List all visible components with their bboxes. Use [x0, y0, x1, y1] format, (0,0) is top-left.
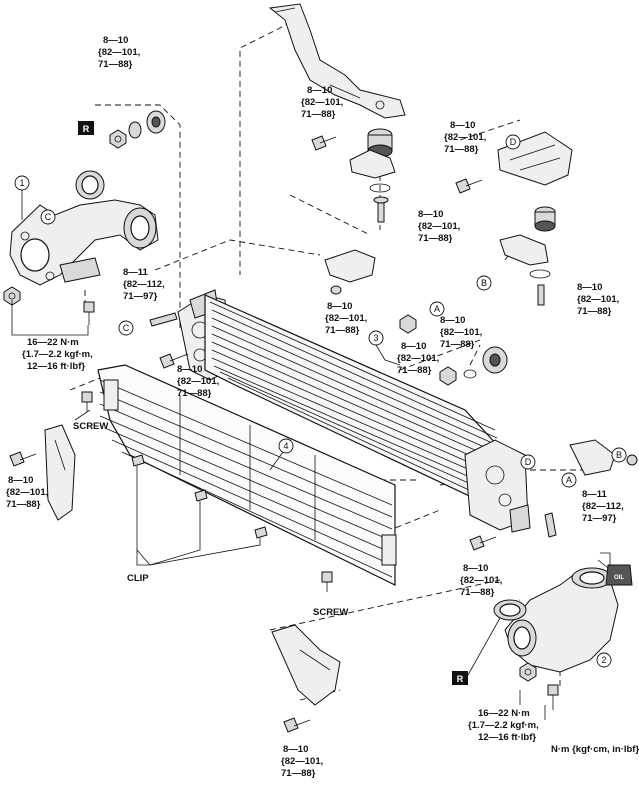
ref-letter-a-mid: A: [429, 301, 445, 317]
torque-spec-t7: 8—10{82—101,71—88}: [325, 301, 367, 336]
svg-text:D: D: [510, 137, 517, 147]
svg-text:3: 3: [373, 333, 378, 343]
svg-text:A: A: [566, 475, 572, 485]
intercooler-outlet-hose: [504, 567, 619, 673]
svg-text:8—10{82—101,71—88}: 8—10{82—101,71—88}: [301, 85, 343, 120]
replace-seal-bottom: R: [452, 599, 527, 685]
torque-spec-t1: 8—10{82—101,71—88}: [98, 35, 140, 70]
torque-spec-t5: 8—10{82—101,71—88}: [577, 282, 619, 317]
torque-spec-t12: 8—10{82—101,71—88}: [281, 744, 323, 779]
clip-label: CLIP: [127, 573, 149, 584]
svg-text:8—11{82—112,71—97}: 8—11{82—112,71—97}: [582, 489, 624, 524]
stud-bolt-left: [149, 312, 178, 327]
torque-spec-t15: 8—10{82—101,71—88}: [460, 563, 502, 598]
left-air-guide: [44, 424, 76, 521]
replace-mark-top: R: [83, 124, 90, 134]
leader-lines: [11, 188, 601, 720]
svg-text:2: 2: [601, 655, 606, 665]
ref-letter-c-top: C: [40, 209, 56, 225]
svg-text:4: 4: [283, 441, 288, 451]
svg-text:8—10{82—101,71—88}: 8—10{82—101,71—88}: [6, 475, 48, 510]
mid-left-bolt: [159, 353, 189, 369]
svg-text:C: C: [45, 212, 52, 222]
svg-text:A: A: [434, 304, 440, 314]
left-guide-bolt: [9, 451, 37, 467]
torque-spec-t10: 8—10{82—101,71—88}: [177, 364, 219, 399]
screw-bottom: [321, 571, 333, 592]
right-side-bracket: [569, 439, 638, 476]
torque-spec-t8: 8—10{82—101,71—88}: [397, 341, 439, 376]
svg-text:8—10{82—101,71—88}: 8—10{82—101,71—88}: [281, 744, 323, 779]
oil-label: OIL: [614, 575, 624, 581]
ref-letter-a-right: A: [561, 472, 577, 488]
torque-spec-t13: 8—11{82—112,71—97}: [582, 489, 624, 524]
screw-label-bottom: SCREW: [313, 607, 348, 618]
right-upper-bracket: [497, 131, 573, 306]
svg-text:8—10{82—101,71—88}: 8—10{82—101,71—88}: [98, 35, 140, 70]
svg-text:8—10{82—101,71—88}: 8—10{82—101,71—88}: [440, 315, 482, 350]
bottom-bolt: [283, 717, 311, 733]
outlet-hose-fasteners: [519, 662, 559, 710]
part-number-1: 1: [14, 175, 30, 191]
screw-label-left: SCREW: [73, 421, 108, 432]
inlet-hose-fasteners: [3, 286, 95, 325]
torque-spec-t4: 8—10{82—101,71—88}: [444, 120, 486, 155]
svg-text:8—10{82—101,71—88}: 8—10{82—101,71—88}: [177, 364, 219, 399]
svg-text:D: D: [525, 457, 532, 467]
svg-text:8—10{82—101,71—88}: 8—10{82—101,71—88}: [460, 563, 502, 598]
upper-bracket-arm: [268, 3, 406, 119]
replace-mark-bottom: R: [457, 674, 464, 684]
right-upper-bolt: [455, 178, 483, 194]
svg-text:1: 1: [19, 178, 24, 188]
part-number-2: 2: [596, 652, 612, 668]
svg-text:C: C: [123, 323, 130, 333]
ref-letter-b-right: B: [611, 447, 627, 463]
part-number-4: 4: [278, 438, 294, 454]
svg-text:8—10{82—101,71—88}: 8—10{82—101,71—88}: [444, 120, 486, 155]
mid-bracket: [324, 249, 376, 295]
svg-text:B: B: [481, 278, 487, 288]
svg-text:16—22 N·m{1.7—2.2 kgf·m,12—16: 16—22 N·m{1.7—2.2 kgf·m,12—16 ft·lbf}: [22, 337, 93, 372]
part-number-3: 3: [368, 330, 384, 346]
bottom-air-guide: [271, 624, 341, 706]
oil-can-icon: OIL: [597, 552, 633, 586]
mid-right-nuts: [399, 314, 508, 386]
svg-text:8—10{82—101,71—88}: 8—10{82—101,71—88}: [397, 341, 439, 376]
intercooler-core: [177, 289, 531, 533]
stud-bolt-right: [544, 512, 557, 538]
front-guard-grille: [97, 364, 397, 586]
replace-seal-top: R: [75, 121, 105, 200]
torque-spec-hose-right: 16—22 N·m{1.7—2.2 kgf·m,12—16 ft·lbf}: [468, 708, 539, 743]
torque-spec-hose-left: 16—22 N·m{1.7—2.2 kgf·m,12—16 ft·lbf}: [22, 337, 93, 372]
right-lower-bolt: [469, 535, 497, 551]
screw-left: [81, 391, 93, 412]
svg-text:8—11{82—112,71—97}: 8—11{82—112,71—97}: [123, 267, 165, 302]
ref-letter-b-top: B: [476, 275, 492, 291]
svg-text:8—10{82—101,71—88}: 8—10{82—101,71—88}: [325, 301, 367, 336]
top-left-nut-rubber: [109, 110, 166, 149]
torque-spec-t3: 8—10{82—101,71—88}: [418, 209, 460, 244]
svg-text:8—10{82—101,71—88}: 8—10{82—101,71—88}: [418, 209, 460, 244]
torque-spec-t11: 8—10{82—101,71—88}: [6, 475, 48, 510]
svg-text:16—22 N·m{1.7—2.2 kgf·m,12—16: 16—22 N·m{1.7—2.2 kgf·m,12—16 ft·lbf}: [468, 708, 539, 743]
torque-spec-t9: 8—10{82—101,71—88}: [440, 315, 482, 350]
svg-text:8—10{82—101,71—88}: 8—10{82—101,71—88}: [577, 282, 619, 317]
torque-spec-t2: 8—10{82—101,71—88}: [301, 85, 343, 120]
upper-mount-rubber: [349, 128, 396, 223]
svg-text:B: B: [616, 450, 622, 460]
torque-spec-t6: 8—11{82—112,71—97}: [123, 267, 165, 302]
clips: [131, 454, 268, 566]
ref-letter-d-mid: D: [520, 454, 536, 470]
core-fins: [209, 301, 513, 511]
ref-letter-d-top: D: [505, 134, 521, 150]
ref-letter-c-mid: C: [118, 320, 134, 336]
upper-bolt: [311, 135, 337, 151]
units-note: N·m {kgf·cm, in·lbf}: [551, 744, 639, 755]
